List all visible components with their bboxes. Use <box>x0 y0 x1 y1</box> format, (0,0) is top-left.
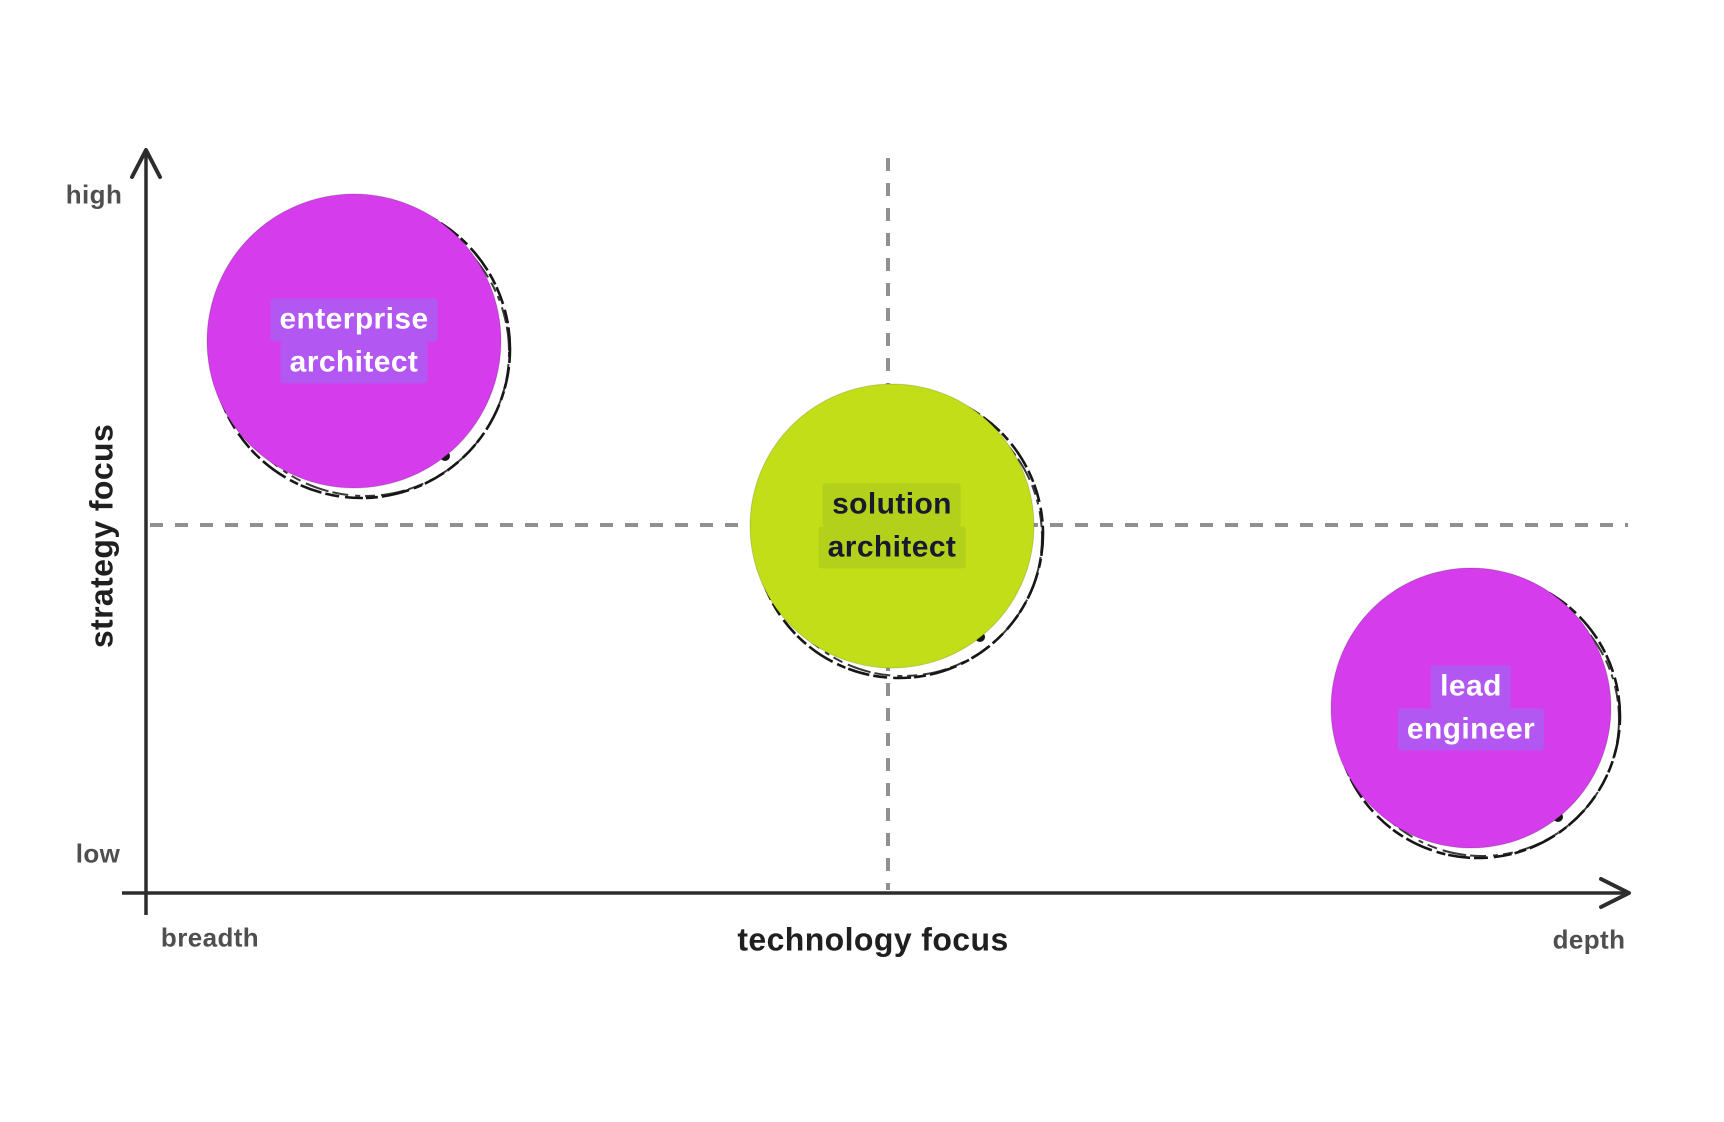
bubble-label-line: engineer <box>1397 708 1545 751</box>
bubble-label-line: architect <box>280 341 428 384</box>
bubble-scribble-outline <box>753 388 1045 680</box>
y-axis-max-label: high <box>65 179 123 210</box>
bubble-label-lead-engineer: lead engineer <box>1397 665 1545 751</box>
y-axis-arrow-icon <box>130 148 162 179</box>
y-axis-title: strategy focus <box>83 423 120 649</box>
bubble-label-line: enterprise <box>270 298 438 341</box>
bubble-fill <box>749 383 1035 669</box>
bubble-label-line: architect <box>818 526 966 569</box>
x-axis-title: technology focus <box>737 921 1009 958</box>
x-axis-arrow-icon <box>1599 877 1631 909</box>
bubble-label-line: solution <box>823 483 961 526</box>
y-axis-min-label: low <box>75 838 121 869</box>
bubble-label-solution-architect: solution architect <box>818 483 966 569</box>
bubble-label-line: lead <box>1431 665 1511 708</box>
bubble-label-enterprise-architect: enterprise architect <box>270 298 438 384</box>
bubble-solution-architect <box>749 383 1045 680</box>
x-axis-min-label: breadth <box>160 922 260 953</box>
x-axis-max-label: depth <box>1552 924 1626 955</box>
